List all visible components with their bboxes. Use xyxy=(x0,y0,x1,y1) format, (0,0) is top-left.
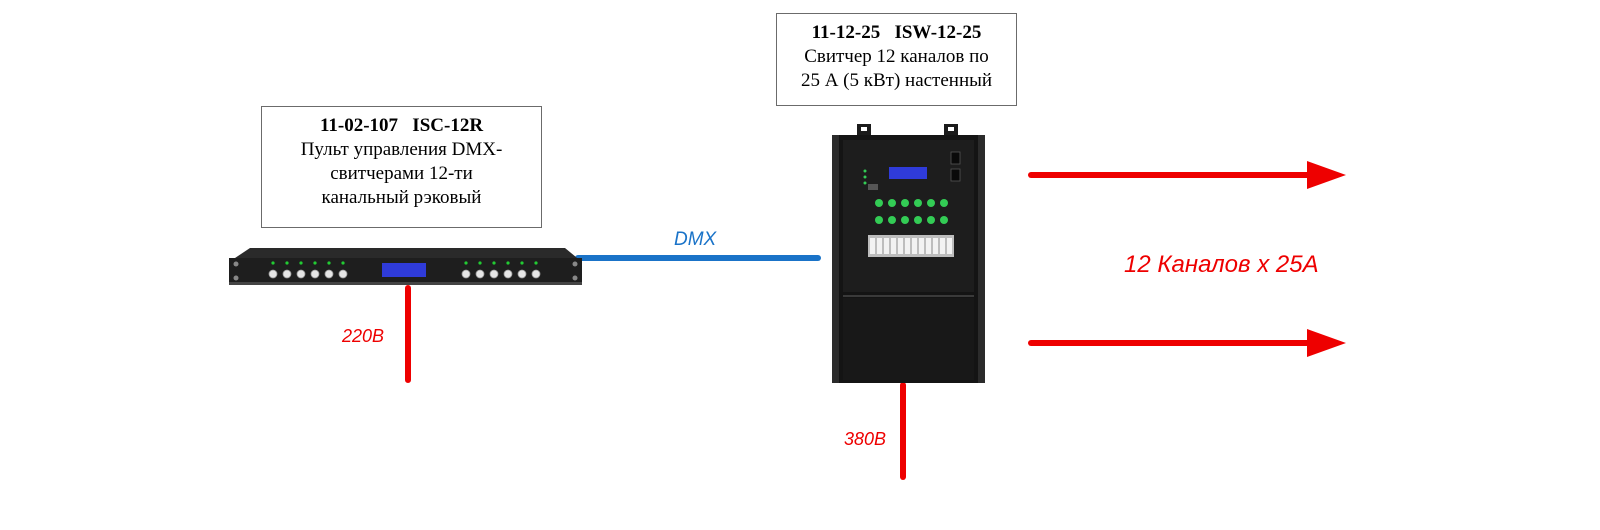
switcher-label-box: 11-12-25 ISW-12-25 Свитчер 12 каналов по… xyxy=(776,13,1017,106)
switcher-device xyxy=(832,124,985,383)
power-380v-label: 380В xyxy=(844,429,887,449)
switcher-breakers xyxy=(868,235,954,257)
output-arrow-bottom xyxy=(1028,329,1346,357)
switcher-desc-line-2: 25 А (5 кВт) настенный xyxy=(800,70,993,91)
controller-buttons-left xyxy=(268,269,348,279)
output-arrow-top xyxy=(1028,161,1346,189)
controller-leds-left xyxy=(271,261,345,265)
power-220v-label: 220В xyxy=(342,326,385,346)
dmx-label: DMX xyxy=(674,229,717,250)
switcher-channel-buttons xyxy=(875,199,948,224)
output-channels-label: 12 Каналов х 25А xyxy=(1124,251,1319,278)
controller-device xyxy=(229,248,582,285)
controller-desc-line-1: Пульт управления DMX- xyxy=(300,139,503,160)
controller-desc-line-2: свитчерами 12-ти xyxy=(330,163,473,184)
switcher-desc-line-1: Свитчер 12 каналов по xyxy=(804,46,989,67)
controller-leds-right xyxy=(464,261,538,265)
switcher-display xyxy=(889,167,927,179)
controller-buttons-right xyxy=(461,269,541,279)
controller-title: 11-02-107 ISC-12R xyxy=(319,115,484,136)
controller-display xyxy=(382,263,426,277)
controller-label-box: 11-02-107 ISC-12R Пульт управления DMX- … xyxy=(261,106,542,228)
controller-desc-line-3: канальный рэковый xyxy=(321,187,482,208)
switcher-title: 11-12-25 ISW-12-25 xyxy=(811,22,982,43)
